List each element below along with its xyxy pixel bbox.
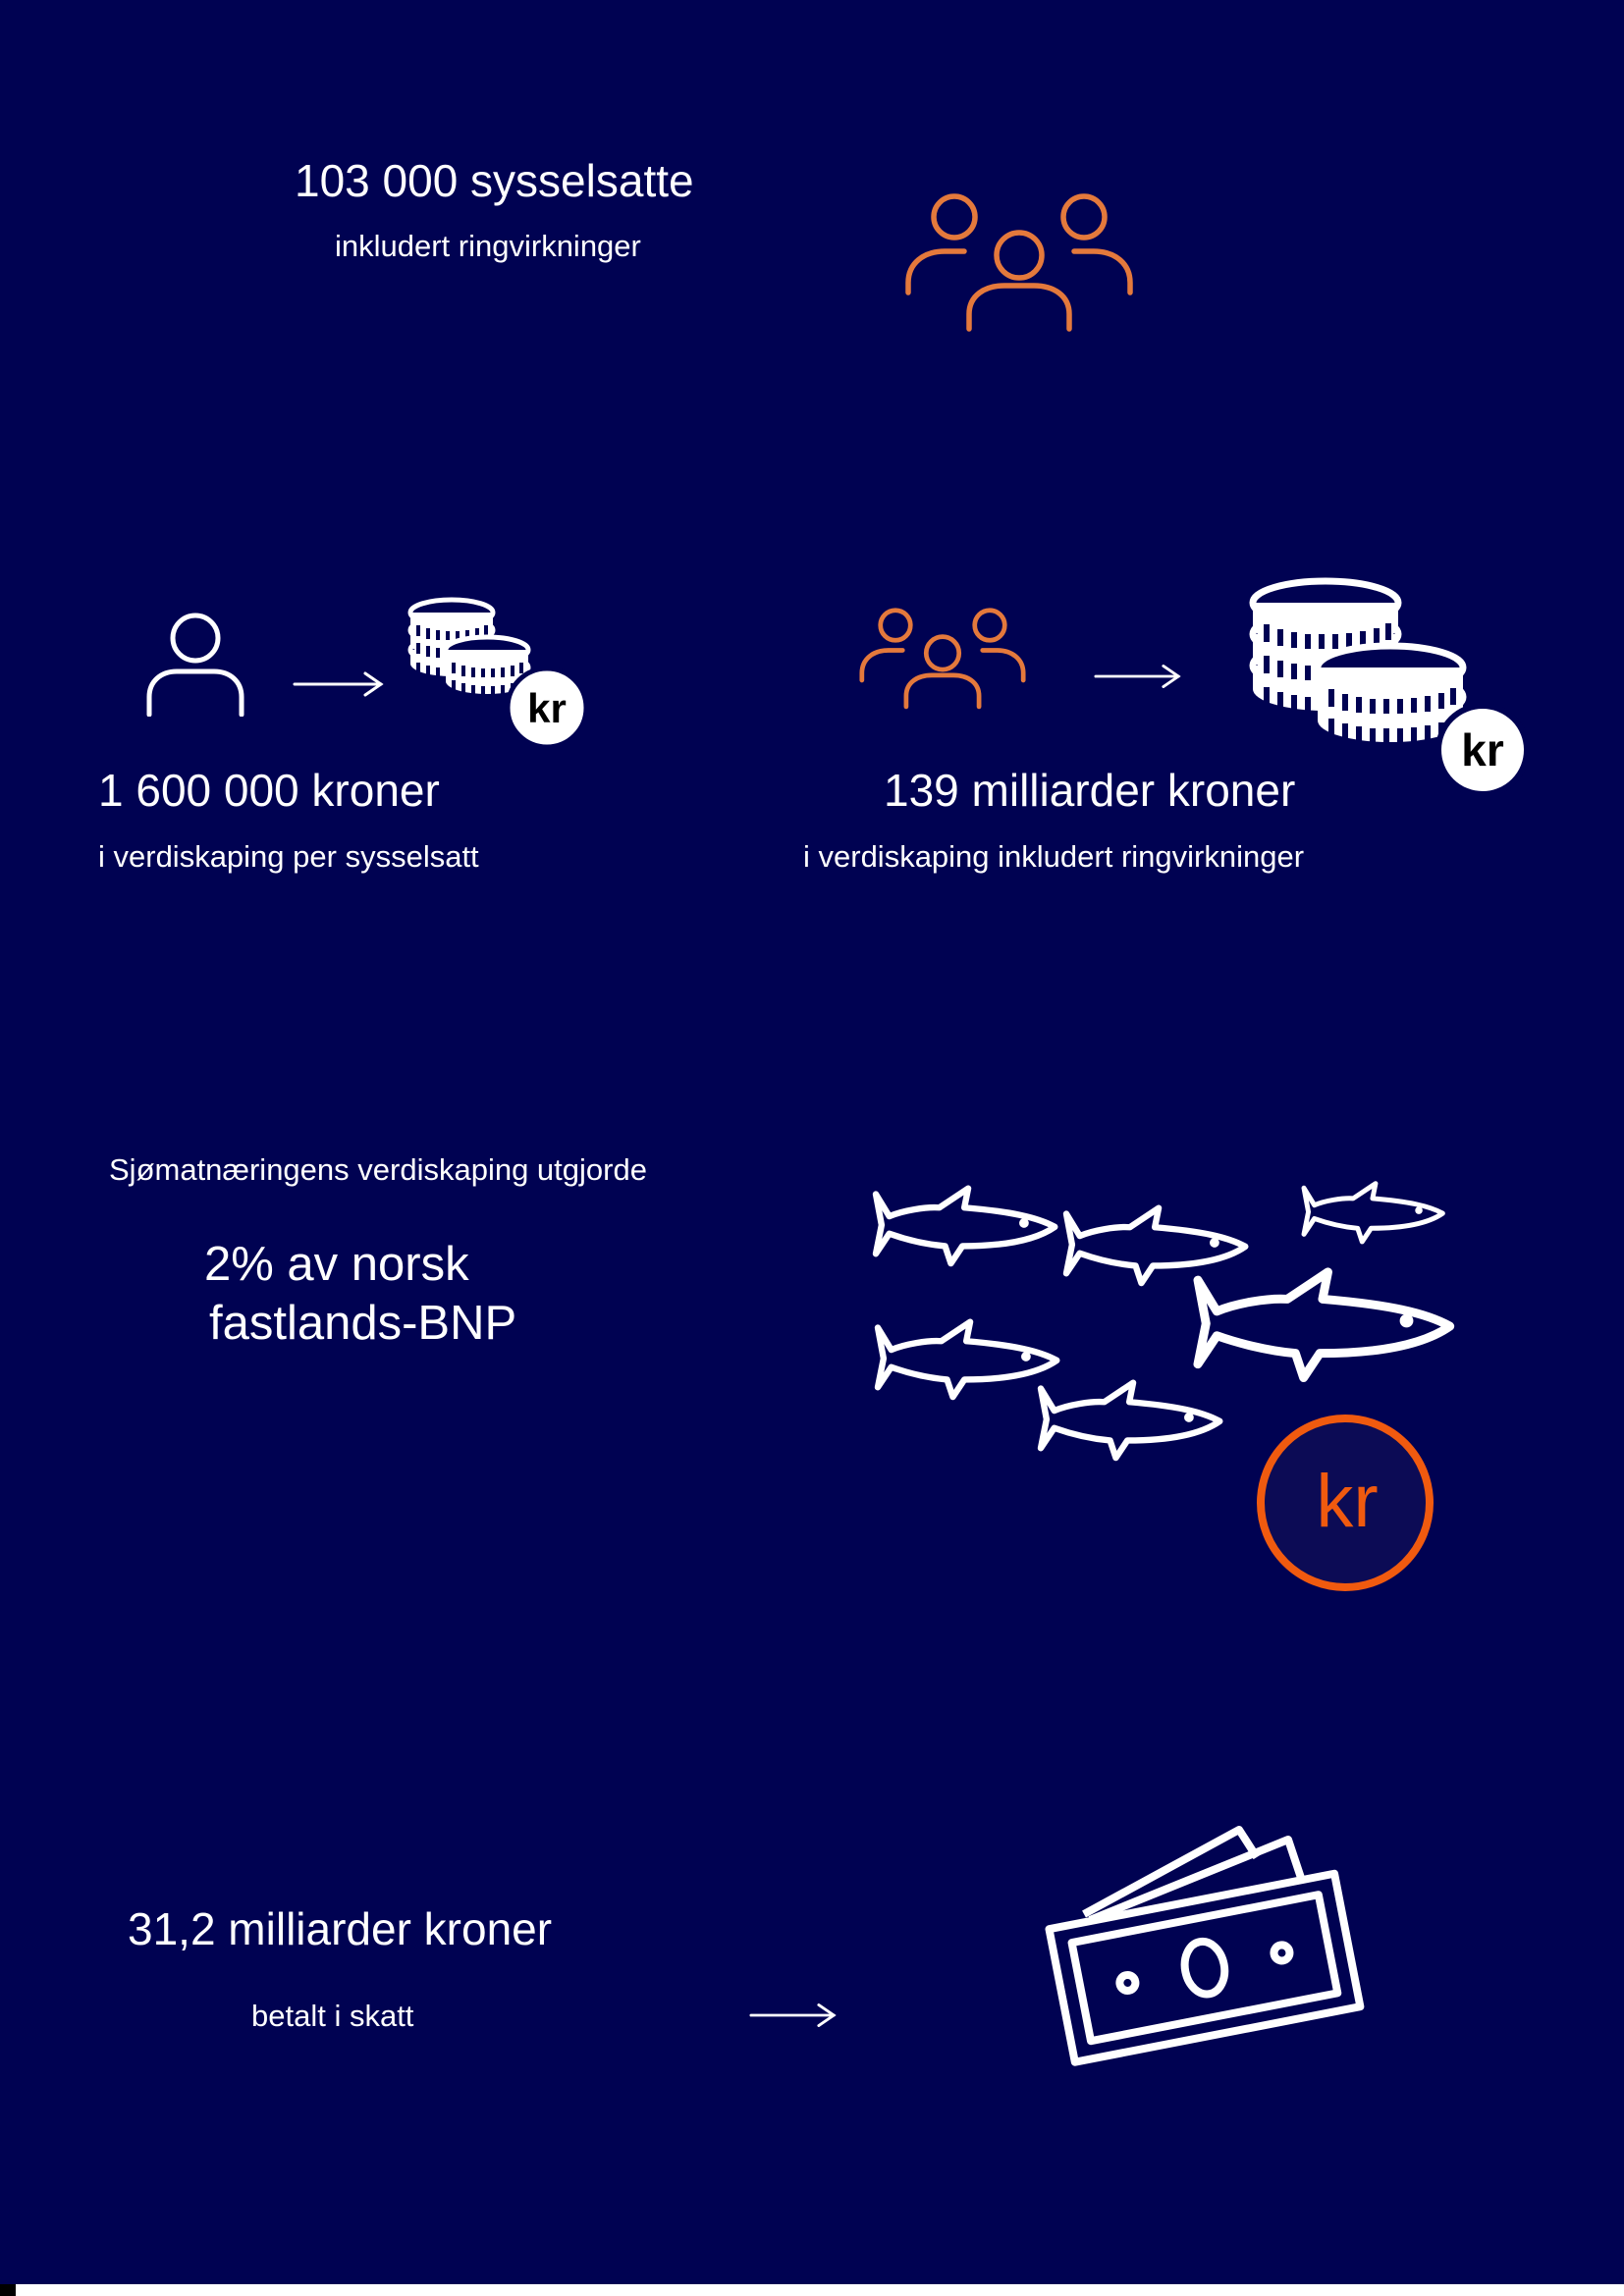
- value-per-employee-headline: 1 600 000 kroner: [98, 765, 440, 816]
- fish-icon: [876, 1189, 1055, 1263]
- people-group-icon: [905, 193, 1133, 332]
- arrow-right-icon: [1094, 665, 1181, 688]
- value-per-employee-subtitle: i verdiskaping per sysselsatt: [98, 839, 479, 874]
- krone-coin-icon: kr: [1257, 1415, 1434, 1591]
- total-value-subtitle: i verdiskaping inkludert ringvirkninger: [803, 839, 1305, 874]
- arrow-right-icon: [749, 2003, 837, 2027]
- tax-headline: 31,2 milliarder kroner: [128, 1903, 553, 1954]
- krone-coin-label: kr: [1316, 1460, 1378, 1543]
- fish-icon: [1041, 1383, 1219, 1458]
- fish-icon: [878, 1322, 1056, 1397]
- fish-icon: [1198, 1272, 1450, 1378]
- bottom-edge-strip: [0, 2284, 1624, 2296]
- coin-badge-label: kr: [527, 685, 567, 731]
- coin-stack-icon: kr: [405, 595, 589, 750]
- fish-icon: [1066, 1208, 1245, 1283]
- fish-icon: [1304, 1184, 1442, 1242]
- employment-subtitle: inkludert ringvirkninger: [335, 229, 641, 263]
- person-icon: [146, 613, 244, 717]
- gdp-share-value-line1: 2% av norsk: [204, 1238, 469, 1291]
- total-value-headline: 139 milliarder kroner: [884, 765, 1296, 816]
- banknote-stack-icon: [1045, 1826, 1365, 2066]
- arrow-right-icon: [293, 671, 384, 697]
- coin-stack-icon: kr: [1243, 569, 1530, 797]
- gdp-share-intro: Sjømatnæringens verdiskaping utgjorde: [109, 1152, 647, 1187]
- employment-headline: 103 000 sysselsatte: [295, 155, 694, 206]
- coin-badge-label: kr: [1461, 724, 1504, 775]
- tax-subtitle: betalt i skatt: [251, 1999, 414, 2033]
- people-group-icon: [859, 608, 1026, 710]
- gdp-share-value-line2: fastlands-BNP: [209, 1297, 517, 1350]
- bottom-edge-corner: [0, 2284, 16, 2296]
